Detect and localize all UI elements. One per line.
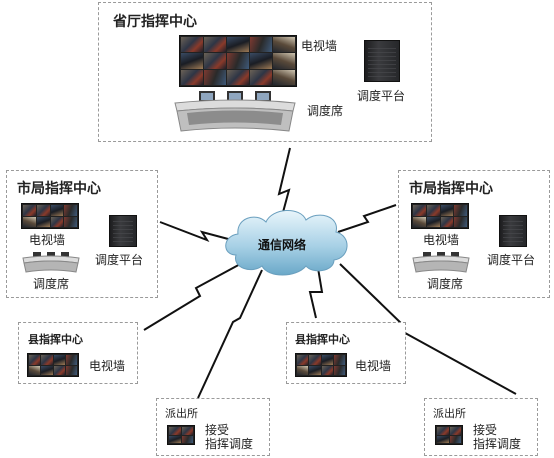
tv-wall-image — [179, 35, 297, 87]
county-right-box: 县指挥中心 电视墙 — [286, 322, 406, 384]
city-left-title: 市局指挥中心 — [17, 181, 101, 197]
link-city-left — [159, 221, 233, 243]
police-left-line1: 接受 — [205, 423, 230, 437]
dispatch-console-image — [22, 252, 80, 273]
police-left-title: 派出所 — [165, 407, 198, 420]
province-title: 省厅指挥中心 — [113, 14, 197, 30]
cloud-label: 通信网络 — [258, 238, 307, 252]
police-left-box: 派出所 接受 指挥调度 — [156, 398, 270, 456]
dispatch-console-image — [412, 252, 470, 273]
network-cloud-shape — [225, 210, 348, 276]
county-right-title: 县指挥中心 — [295, 333, 350, 346]
city-right-tv-label: 电视墙 — [423, 233, 460, 247]
province-desk-label: 调度席 — [307, 104, 344, 118]
county-left-tv-label: 电视墙 — [89, 359, 126, 373]
tv-wall-image — [21, 203, 79, 229]
county-left-box: 县指挥中心 电视墙 — [18, 322, 138, 384]
link-province — [277, 147, 291, 217]
tv-wall-image — [27, 353, 79, 377]
dispatch-platform-image — [109, 215, 137, 247]
link-city-right — [337, 204, 397, 233]
police-right-line2: 指挥调度 — [473, 437, 522, 451]
city-left-tv-label: 电视墙 — [29, 233, 66, 247]
tv-wall-image — [295, 353, 347, 377]
dispatch-platform-image — [364, 40, 400, 82]
tv-wall-image — [167, 425, 195, 445]
province-center-box: 省厅指挥中心 电视墙 调度平台 调度席 — [98, 2, 432, 142]
city-right-rack-label: 调度平台 — [487, 253, 536, 267]
dispatch-console-image — [174, 91, 296, 132]
link-police-left — [197, 269, 263, 399]
county-left-title: 县指挥中心 — [28, 333, 83, 346]
province-rack-label: 调度平台 — [357, 89, 406, 103]
province-tv-label: 电视墙 — [301, 39, 338, 53]
city-left-rack-label: 调度平台 — [95, 253, 144, 267]
police-right-title: 派出所 — [433, 407, 466, 420]
tv-wall-image — [435, 425, 463, 445]
city-right-desk-label: 调度席 — [427, 277, 464, 291]
city-right-title: 市局指挥中心 — [409, 181, 493, 197]
police-right-box: 派出所 接受 指挥调度 — [424, 398, 538, 456]
city-left-desk-label: 调度席 — [33, 277, 70, 291]
link-county-right — [308, 267, 324, 319]
police-right-line1: 接受 — [473, 423, 498, 437]
dispatch-platform-image — [499, 215, 527, 247]
tv-wall-image — [411, 203, 469, 229]
police-left-line2: 指挥调度 — [205, 437, 254, 451]
link-county-left — [143, 261, 245, 331]
city-right-box: 市局指挥中心 电视墙 调度平台 调度席 — [398, 170, 550, 298]
county-right-tv-label: 电视墙 — [355, 359, 392, 373]
city-left-box: 市局指挥中心 电视墙 调度平台 调度席 — [6, 170, 158, 298]
